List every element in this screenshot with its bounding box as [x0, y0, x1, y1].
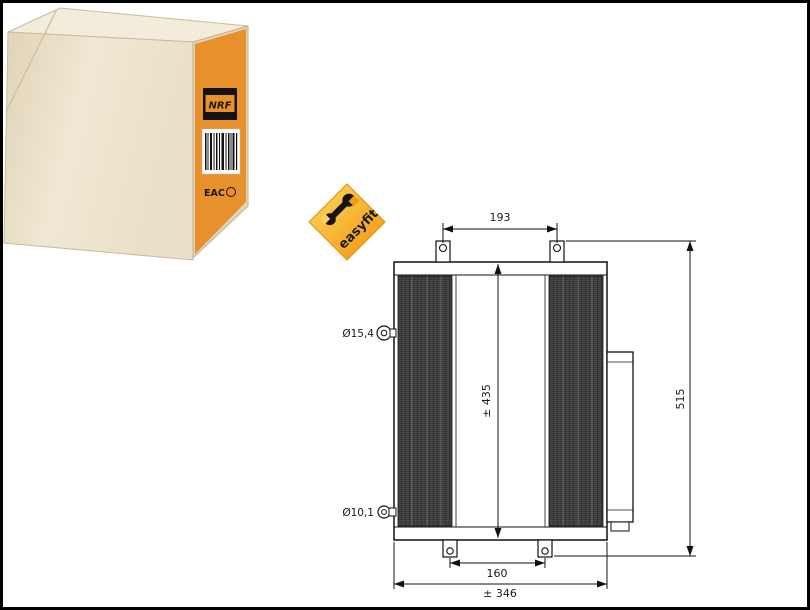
- box-front-face: [3, 31, 194, 261]
- badge-diamond: [308, 183, 386, 261]
- eac-mark: EAC: [204, 188, 225, 199]
- dim-bottom-bracket-spacing: [449, 558, 546, 568]
- mounting-bracket-top-left: [435, 240, 451, 263]
- barcode-bars: [205, 133, 238, 170]
- nrf-label: NRF EAC: [195, 29, 246, 254]
- dim-label-outlet-diameter: Ø10,1: [342, 507, 374, 519]
- nrf-logo-text: NRF: [209, 101, 232, 112]
- bracket-hole: [438, 243, 448, 253]
- condenser-drawing: [376, 240, 634, 558]
- dim-label-core-height: ± 435: [480, 384, 493, 418]
- fin-texture-streaks: [411, 276, 593, 526]
- mounting-bracket-bottom-left: [442, 539, 458, 558]
- mounting-bracket-bottom-right: [537, 539, 553, 558]
- fin-block-left: [397, 275, 453, 527]
- box-crease: [5, 8, 58, 113]
- barcode: [201, 128, 241, 175]
- dim-label-bottom-spacing: 160: [487, 567, 508, 580]
- nrf-logo: NRF: [203, 88, 237, 120]
- fin-block-right: [548, 275, 604, 527]
- wrench-icon: [319, 193, 360, 226]
- drier-foot: [610, 521, 630, 532]
- dim-label-overall-height: 515: [674, 389, 687, 410]
- dimension-labels: 193 ± 435 515 160 ± 346 Ø15,4 Ø10,1: [342, 211, 687, 600]
- inlet-fitting: [376, 325, 397, 341]
- bracket-hole: [552, 243, 562, 253]
- receiver-drier: [606, 351, 634, 532]
- outlet-fitting: [377, 505, 397, 519]
- dimension-annotations: [393, 223, 696, 589]
- conformity-symbol-icon: [226, 187, 236, 197]
- mounting-bracket-top-right: [549, 240, 565, 263]
- bracket-hole: [541, 547, 549, 555]
- dim-label-overall-width: ± 346: [483, 587, 517, 600]
- packaging-box: NRF EAC: [3, 7, 249, 261]
- dim-overall-width: [393, 542, 608, 589]
- dim-top-bracket-spacing: [442, 223, 558, 243]
- dim-label-inlet-diameter: Ø15,4: [342, 328, 374, 340]
- dim-overall-height: [554, 240, 696, 557]
- dim-label-top-spacing: 193: [490, 211, 511, 224]
- bracket-hole: [446, 547, 454, 555]
